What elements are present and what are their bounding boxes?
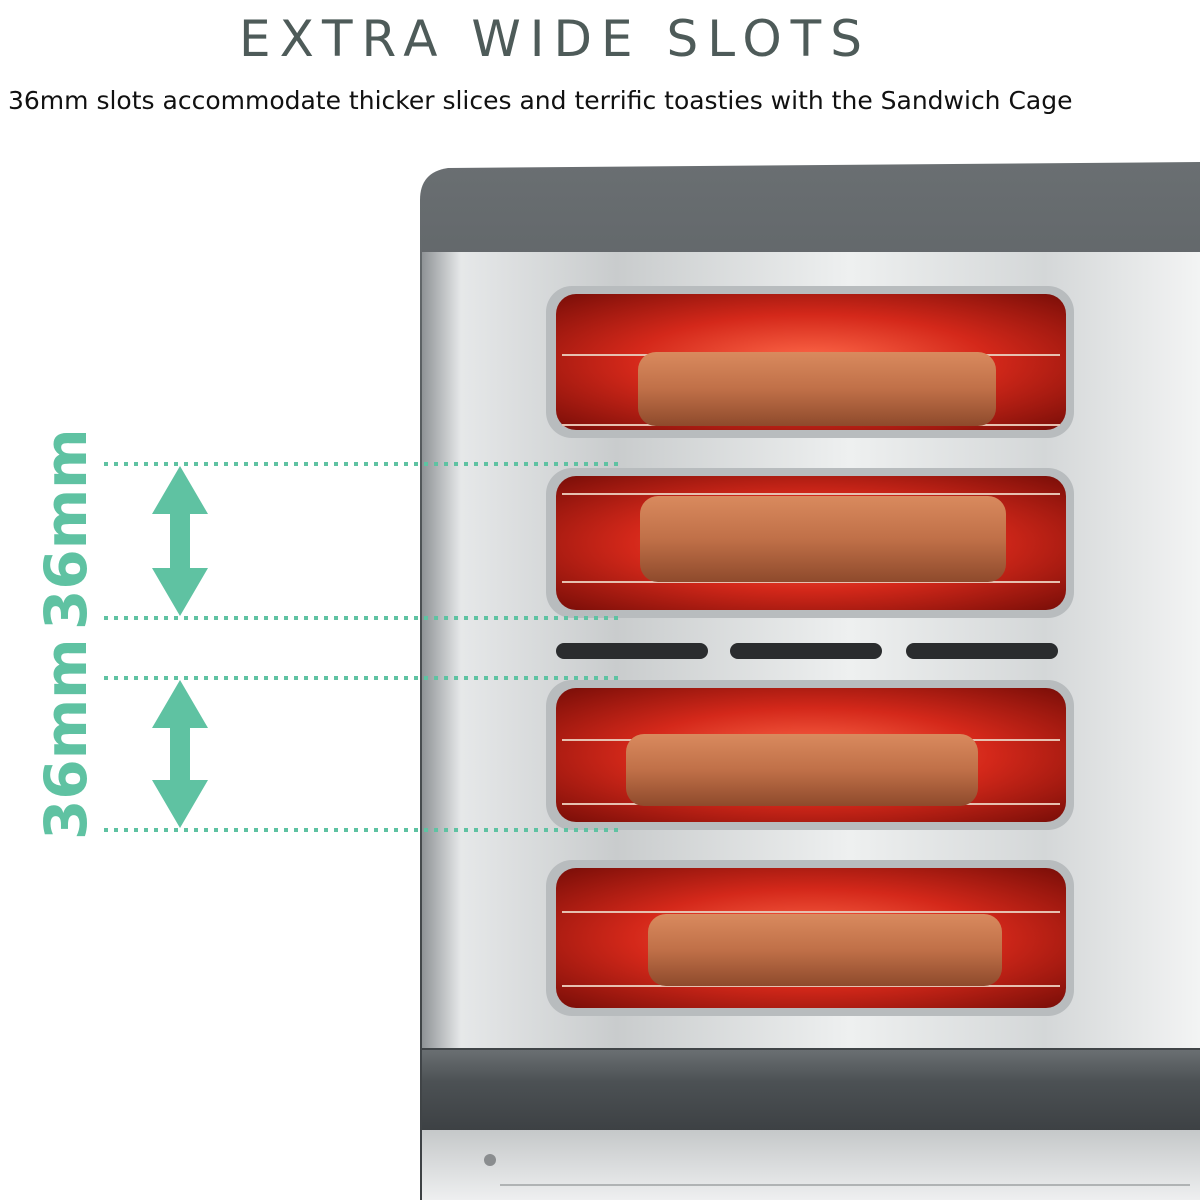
toast-slice-image [648, 914, 1002, 986]
toaster-slot [546, 286, 1074, 438]
page-subtitle: 36mm slots accommodate thicker slices an… [8, 86, 1073, 115]
page-title: EXTRA WIDE SLOTS [239, 10, 871, 68]
toast-slice-image [640, 496, 1006, 582]
double-arrow-icon [152, 466, 208, 616]
measurement-guides [104, 462, 620, 832]
toaster-slot [546, 680, 1074, 830]
measurement-label: 36mm [32, 428, 100, 630]
toast-slice-image [626, 734, 978, 806]
double-arrow-icon [152, 680, 208, 828]
toaster-slot [546, 468, 1074, 618]
toast-slice-image [638, 352, 996, 426]
measurement-label: 36mm [32, 638, 100, 840]
toaster-slot [546, 860, 1074, 1016]
